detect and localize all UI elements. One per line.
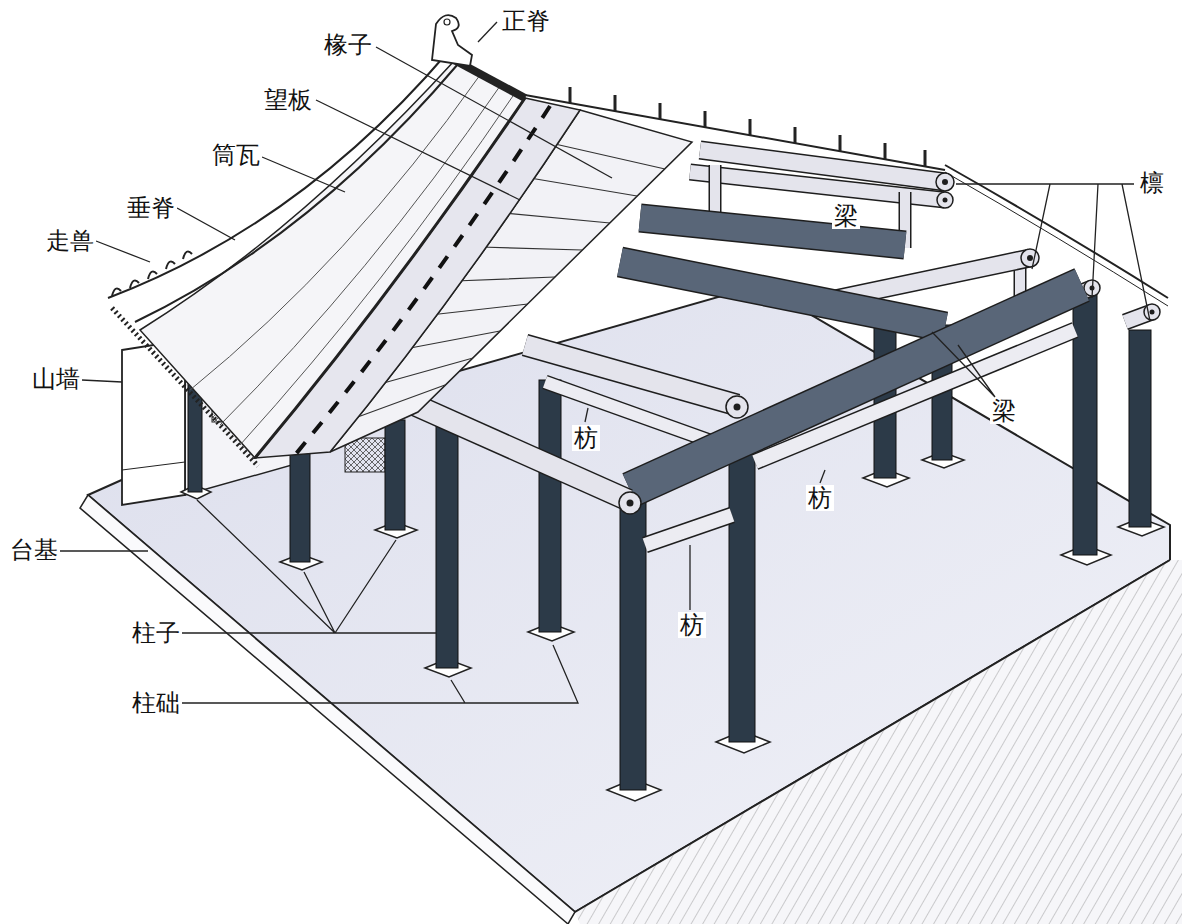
leader-line <box>376 47 612 178</box>
platform <box>575 560 1170 912</box>
leader-line <box>478 22 497 42</box>
leader-line <box>316 100 520 200</box>
leader-line <box>60 550 148 551</box>
roof-ornament <box>432 15 472 66</box>
part-label: 正脊 <box>500 8 552 34</box>
roof-ornament <box>112 251 192 296</box>
roof <box>108 52 692 466</box>
roof-frame <box>700 150 945 182</box>
leader-line <box>182 500 436 633</box>
part-label: 望板 <box>262 87 314 113</box>
column <box>385 420 405 530</box>
roof-frame <box>620 262 945 327</box>
roof-frame <box>645 515 732 545</box>
leader-line <box>956 184 1150 321</box>
column <box>1129 330 1151 527</box>
part-label: 檩 <box>1138 170 1166 196</box>
roof-frame <box>943 198 948 203</box>
roof <box>112 308 258 466</box>
leader-line <box>96 241 150 262</box>
platform <box>80 495 575 924</box>
leader-line <box>182 645 578 703</box>
leader-line <box>262 157 345 192</box>
part-label: 垂脊 <box>125 195 177 221</box>
leader-line <box>177 208 235 240</box>
column <box>1073 290 1097 555</box>
roof-frame <box>942 179 948 185</box>
roof-frame <box>627 500 634 507</box>
roof-frame <box>1027 255 1033 261</box>
column <box>436 425 458 668</box>
roof <box>190 75 515 445</box>
column <box>620 490 646 790</box>
platform <box>575 560 1182 924</box>
roof-frame <box>945 172 1168 306</box>
roof-frame <box>640 218 905 245</box>
part-label: 山墙 <box>30 366 82 392</box>
leader-line <box>60 22 1150 703</box>
leader-line <box>820 470 825 483</box>
roof-frame <box>415 405 628 500</box>
roof-ornament <box>112 15 472 296</box>
roof-frame <box>734 404 741 411</box>
leader-line <box>932 332 995 397</box>
roof-frame <box>645 515 732 545</box>
leader-line <box>585 408 588 422</box>
gable-wall <box>122 462 185 470</box>
leader-line <box>82 380 122 382</box>
platform <box>575 560 1182 924</box>
part-label: 筒瓦 <box>210 142 262 168</box>
column <box>729 440 755 742</box>
roof-frame <box>620 262 945 327</box>
roof-frame <box>726 396 748 418</box>
column <box>539 380 561 632</box>
part-label: 枋 <box>806 485 834 511</box>
leader-line <box>689 545 690 610</box>
roof <box>135 64 458 322</box>
roof-frame <box>937 192 953 208</box>
roof-frame <box>640 218 905 245</box>
roof-frame <box>945 165 1168 298</box>
roof-frame <box>630 285 1082 490</box>
roof-frame <box>830 258 1030 300</box>
part-label: 枋 <box>572 425 600 451</box>
roof-frame <box>830 258 1030 300</box>
roof <box>108 52 448 298</box>
roof <box>255 98 525 458</box>
roof-ornament <box>444 19 450 25</box>
roof-frame <box>525 345 737 405</box>
part-label: 柱子 <box>130 620 182 646</box>
part-label: 台基 <box>8 537 60 563</box>
part-label: 柱础 <box>130 690 182 716</box>
part-label: 椽子 <box>322 32 374 58</box>
part-label: 梁 <box>832 203 860 229</box>
roof <box>140 60 525 458</box>
part-label: 枋 <box>678 612 706 638</box>
roof-frame <box>700 150 945 182</box>
roof-frame <box>415 405 628 500</box>
part-label: 梁 <box>990 398 1018 424</box>
roof-frame <box>525 345 737 405</box>
roof-frame <box>630 285 1082 490</box>
roof-frame <box>619 492 641 514</box>
part-label: 走兽 <box>44 228 96 254</box>
roof-frame <box>1150 310 1155 315</box>
